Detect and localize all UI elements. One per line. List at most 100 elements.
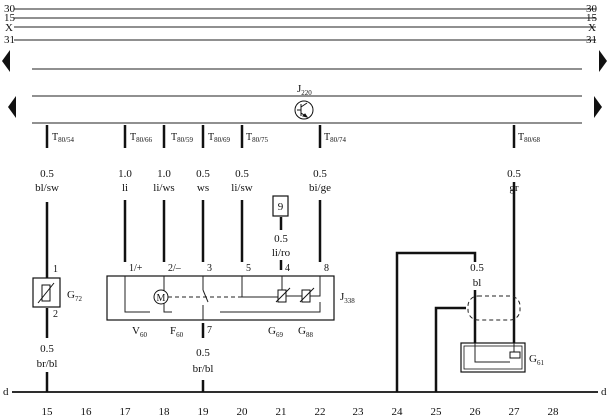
triangle-right-icon[interactable] — [594, 96, 602, 118]
wire-3-size: 1.0 — [157, 168, 171, 180]
thermistor-slash — [37, 282, 55, 304]
connector-t80-74: T80/74 — [324, 132, 347, 144]
grid-number: 16 — [81, 406, 93, 418]
module-j338: M — [106, 275, 335, 321]
wire-6-size: 0.5 — [313, 168, 327, 180]
wire-2-color: li — [122, 182, 128, 194]
pin-3: 3 — [207, 263, 212, 274]
rail-d-label-left: d — [3, 386, 9, 398]
ecu-label: J220 — [297, 83, 312, 97]
grid-number: 28 — [548, 406, 560, 418]
grid-number: 15 — [42, 406, 54, 418]
j338-wire-5 — [241, 276, 278, 298]
pin-5: 5 — [246, 263, 251, 274]
rail-31-label-left: 31 — [4, 34, 15, 46]
pin-2-minus: 2/– — [168, 263, 182, 274]
grid-numbers: 15 16 17 18 19 20 21 22 23 24 25 26 27 2… — [42, 406, 560, 418]
grid-number: 26 — [470, 406, 482, 418]
wires — [45, 125, 516, 392]
wire-6-color: bi/ge — [309, 182, 331, 194]
connector-t80-75: T80/75 — [246, 132, 269, 144]
j338-wire-1 — [124, 276, 150, 313]
g72-pin-2: 2 — [53, 309, 58, 320]
transistor-icon — [294, 100, 314, 120]
wire-10-size: 0.5 — [40, 343, 54, 355]
j338-wire-2 — [163, 276, 172, 313]
rail-15-label-right: 15 — [586, 12, 598, 24]
sensor-g61 — [460, 342, 526, 373]
pin-1-plus: 1/+ — [129, 263, 143, 274]
wire-1-color: bl/sw — [35, 182, 59, 194]
grid-number: 24 — [392, 406, 404, 418]
grid-number: 18 — [159, 406, 171, 418]
rail-30-label-left: 30 — [4, 3, 16, 15]
f60-label: F60 — [170, 325, 184, 339]
grid-number: 22 — [315, 406, 326, 418]
rail-31-label-right: 31 — [586, 34, 597, 46]
wire-9-path — [395, 251, 477, 392]
rail-d-label-right: d — [601, 386, 607, 398]
grid-number: 17 — [120, 406, 132, 418]
triangle-left-icon[interactable] — [8, 96, 16, 118]
connector-t80-68: T80/68 — [518, 132, 541, 144]
wire-9-color: bl — [473, 277, 482, 289]
rail-30-label-right: 30 — [586, 3, 598, 15]
g88-label: G88 — [298, 325, 313, 339]
wire-shield-ground — [434, 306, 466, 392]
fuse-ref-box — [272, 195, 289, 217]
wire-5-size: 0.5 — [235, 168, 249, 180]
wire-1-size: 0.5 — [40, 168, 54, 180]
wire-shield — [467, 295, 521, 321]
connector-t80-69: T80/69 — [208, 132, 231, 144]
wire-4-color: ws — [197, 182, 209, 194]
pin-7: 7 — [207, 325, 212, 336]
g72-pin-1: 1 — [53, 264, 58, 275]
motor-symbol: M — [157, 293, 166, 304]
wire-2-size: 1.0 — [118, 168, 132, 180]
wire-8-size: 0.5 — [274, 233, 288, 245]
g61-label: G61 — [529, 353, 544, 367]
control-unit-j220: J220 — [32, 68, 582, 124]
g72-label: G72 — [67, 289, 82, 303]
rail-x-label-left: X — [5, 22, 13, 34]
wire-9-size: 0.5 — [470, 262, 484, 274]
wire-5-color: li/sw — [231, 182, 252, 194]
rail-x-label-right: X — [588, 22, 596, 34]
connector-t80-54: T80/54 — [52, 132, 75, 144]
connector-t80-66: T80/66 — [130, 132, 153, 144]
connector-t80-59: T80/59 — [171, 132, 194, 144]
j338-wire-8 — [310, 276, 321, 297]
wire-11-color: br/bl — [193, 363, 214, 375]
j338-box — [106, 275, 335, 321]
thermistor-icon — [41, 284, 51, 302]
j338-label: J338 — [340, 291, 355, 305]
v60-label: V60 — [132, 325, 147, 339]
fuse-ref-number: 9 — [278, 201, 284, 213]
grid-number: 25 — [431, 406, 443, 418]
wire-7-color: gr — [509, 182, 519, 194]
piezo-icon — [509, 351, 521, 359]
wire-7-size: 0.5 — [507, 168, 521, 180]
wire-3-color: li/ws — [153, 182, 174, 194]
power-rails — [14, 8, 596, 41]
wire-10-color: br/bl — [37, 358, 58, 370]
grid-number: 27 — [509, 406, 521, 418]
grid-number: 21 — [276, 406, 287, 418]
g61-wire-1 — [474, 343, 510, 363]
pin-8: 8 — [324, 263, 329, 274]
triangle-right-icon[interactable] — [599, 50, 607, 72]
grid-number: 19 — [198, 406, 210, 418]
wire-4-size: 0.5 — [196, 168, 210, 180]
switch-f60-blade — [202, 289, 209, 303]
grid-number: 20 — [237, 406, 249, 418]
pin-4: 4 — [285, 263, 290, 274]
g61-inner-box — [463, 345, 523, 370]
j338-common — [220, 302, 321, 313]
sensor-g72 — [32, 277, 61, 308]
rail-15-label-left: 15 — [4, 12, 16, 24]
grid-number: 23 — [353, 406, 365, 418]
triangle-left-icon[interactable] — [2, 50, 10, 72]
wire-11-size: 0.5 — [196, 347, 210, 359]
wire-8-color: li/ro — [272, 247, 291, 259]
